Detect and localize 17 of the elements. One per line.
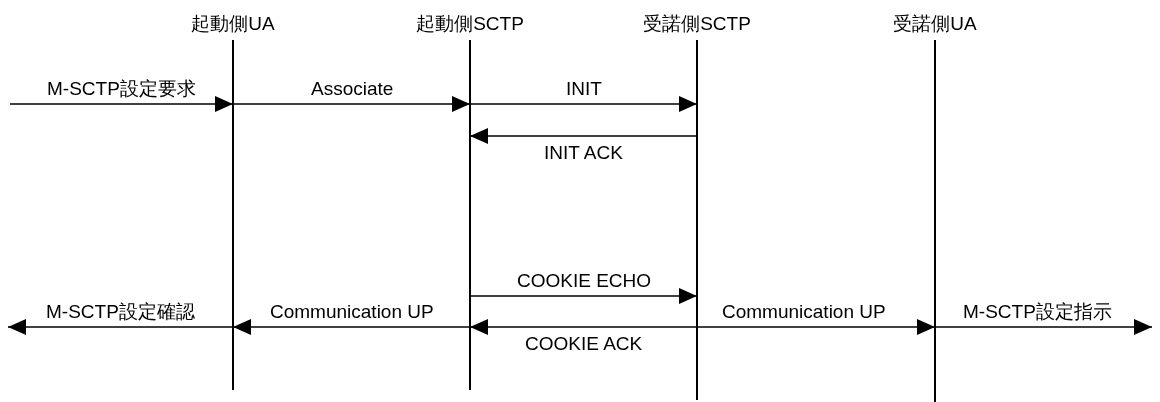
message-arrow [7,319,234,335]
message-arrow [469,96,698,112]
message-arrow [232,96,471,112]
message-label: M-SCTP設定要求 [45,78,198,100]
lifeline-header: 起動側SCTP [415,12,525,36]
message-arrow [469,128,698,144]
lifeline-header: 起動側UA [190,12,276,36]
message-arrow [9,96,234,112]
message-arrow [469,319,698,335]
message-arrow [469,288,698,304]
lifeline-header: 受諾側UA [892,12,978,36]
message-label: M-SCTP設定確認 [44,301,197,323]
message-arrow [232,319,471,335]
lifeline-header: 受諾側SCTP [642,12,752,36]
message-label: M-SCTP設定指示 [961,301,1114,323]
message-arrow [934,319,1153,335]
message-arrow [696,319,936,335]
